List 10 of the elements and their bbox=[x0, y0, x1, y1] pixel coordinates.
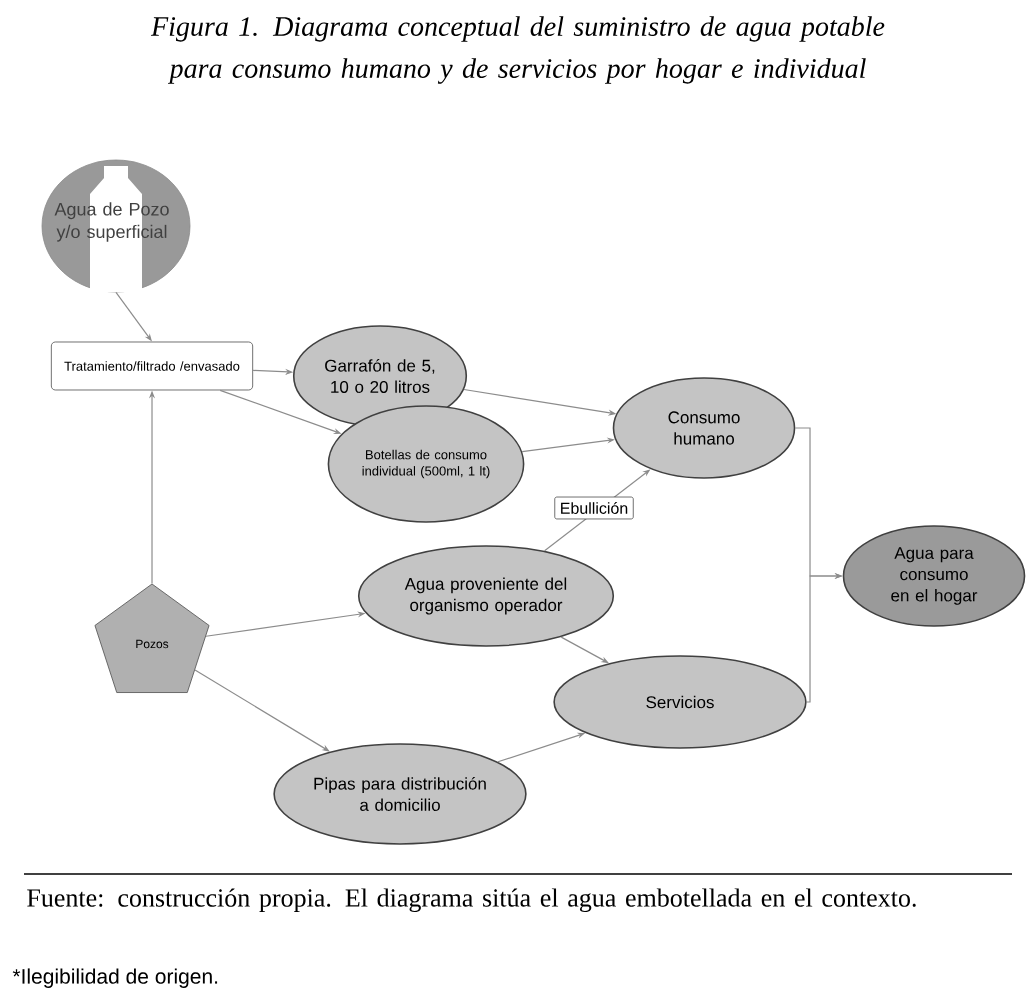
ellipse-node: Agua proveniente del organismo operador bbox=[357, 545, 615, 647]
ellipse-node: Agua para consumo en el hogar bbox=[842, 525, 1026, 627]
arrow bbox=[194, 669, 330, 752]
ellipse-node: Pipas para distribución a domicilio bbox=[273, 743, 527, 845]
ellipse-node: Consumo humano bbox=[612, 377, 796, 479]
footnote: *Ilegibilidad de origen. bbox=[12, 968, 218, 988]
figure-title: Figura 1. Diagrama conceptual del suministro de agua potable para consumo humano y de servicios por hogar e individual bbox=[150, 16, 885, 84]
edge-label: Ebullición bbox=[554, 496, 634, 520]
ellipse-node: Servicios bbox=[553, 655, 807, 749]
caption: Fuente: construcción propia. El diagrama sitúa el agua embotellada en el contexto. bbox=[27, 888, 916, 913]
